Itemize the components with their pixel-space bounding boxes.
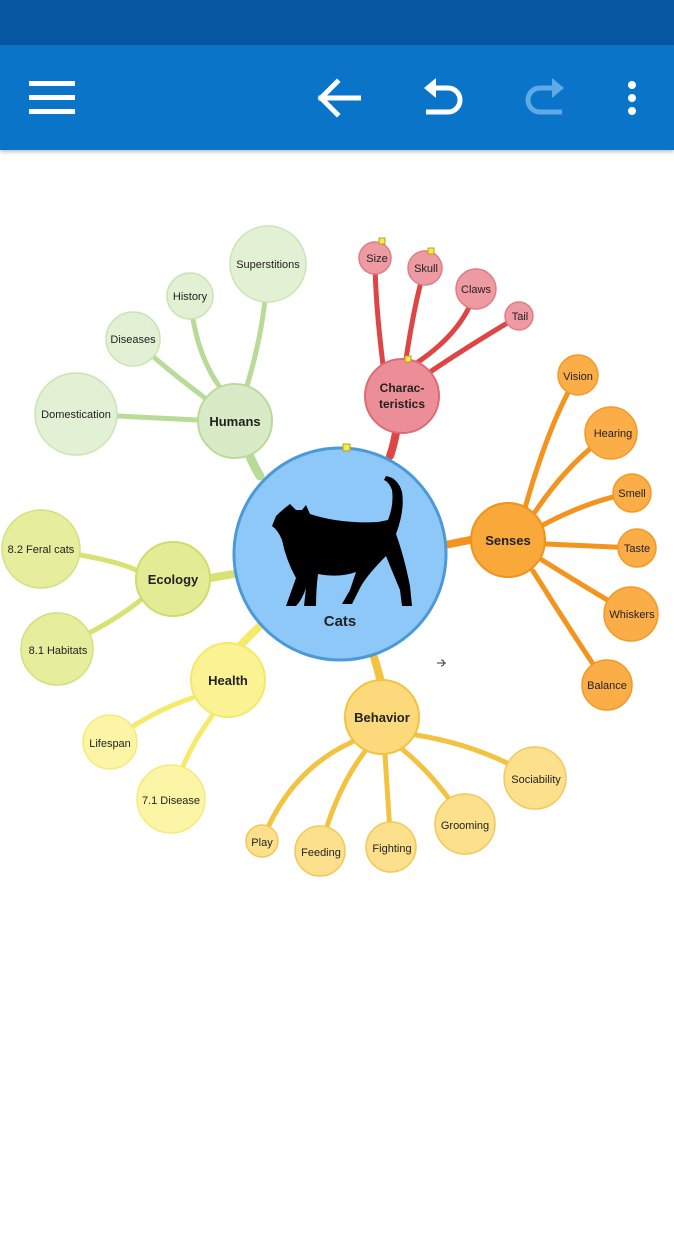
branch-humans: Humans Superstitions History Diseases Do… (34, 225, 307, 459)
selection-handle[interactable] (342, 443, 351, 452)
undo-icon (424, 77, 463, 114)
undo-button[interactable] (410, 45, 474, 150)
svg-text:Vision: Vision (563, 371, 593, 383)
node-health[interactable]: Health (190, 642, 266, 718)
toolbar (0, 45, 674, 150)
svg-text:Senses: Senses (485, 533, 531, 548)
svg-text:Hearing: Hearing (594, 428, 633, 440)
node-superstitions[interactable]: Superstitions (229, 225, 307, 303)
svg-text:Feeding: Feeding (301, 847, 341, 859)
branch-health: Health Lifespan 7.1 Disease (82, 642, 266, 834)
svg-text:Taste: Taste (624, 543, 650, 555)
node-play[interactable]: Play (245, 824, 279, 858)
svg-text:7.1 Disease: 7.1 Disease (142, 795, 200, 807)
svg-text:Tail: Tail (512, 311, 529, 323)
node-smell[interactable]: Smell (612, 473, 652, 513)
svg-text:Size: Size (366, 253, 387, 265)
svg-text:Skull: Skull (414, 263, 438, 275)
node-characteristics[interactable]: Charac- teristics (364, 358, 440, 434)
node-history[interactable]: History (166, 272, 214, 320)
svg-text:Ecology: Ecology (148, 572, 199, 587)
node-balance[interactable]: Balance (581, 659, 633, 711)
svg-text:8.2 Feral cats: 8.2 Feral cats (8, 544, 75, 556)
node-lifespan[interactable]: Lifespan (82, 714, 138, 770)
redo-button[interactable] (514, 45, 578, 150)
svg-text:Behavior: Behavior (354, 710, 410, 725)
node-sociability[interactable]: Sociability (503, 746, 567, 810)
center-label: Cats (324, 613, 357, 630)
svg-text:Diseases: Diseases (110, 334, 156, 346)
hamburger-menu-icon (29, 80, 75, 114)
svg-text:Humans: Humans (209, 414, 260, 429)
svg-text:8.1 Habitats: 8.1 Habitats (29, 645, 88, 657)
node-marker (378, 237, 386, 245)
branch-characteristics: Charac- teristics Size Skull Claws Tail (358, 237, 534, 434)
branch-behavior: Behavior Play Feeding Fighting Grooming … (245, 679, 567, 877)
node-marker (427, 247, 435, 255)
svg-text:Fighting: Fighting (372, 843, 411, 855)
svg-text:Claws: Claws (461, 284, 491, 296)
arrow-left-icon (317, 77, 361, 118)
svg-text:Superstitions: Superstitions (236, 259, 300, 271)
node-whiskers[interactable]: Whiskers (603, 586, 659, 642)
svg-text:Smell: Smell (618, 488, 646, 500)
svg-text:Lifespan: Lifespan (89, 738, 131, 750)
more-vert-icon (628, 80, 636, 115)
svg-text:Domestication: Domestication (41, 409, 111, 421)
svg-text:Balance: Balance (587, 680, 627, 692)
svg-text:History: History (173, 291, 208, 303)
node-fighting[interactable]: Fighting (365, 821, 417, 873)
node-taste[interactable]: Taste (617, 528, 657, 568)
node-grooming[interactable]: Grooming (434, 793, 496, 855)
node-claws[interactable]: Claws (455, 268, 497, 310)
node-disease[interactable]: 7.1 Disease (136, 764, 206, 834)
node-vision[interactable]: Vision (557, 354, 599, 396)
node-diseases[interactable]: Diseases (105, 311, 161, 367)
svg-text:Charac-: Charac- (380, 381, 425, 395)
node-humans[interactable]: Humans (197, 383, 273, 459)
node-marker (404, 355, 412, 363)
cat-silhouette-icon (272, 476, 412, 606)
node-behavior[interactable]: Behavior (344, 679, 420, 755)
node-habitats[interactable]: 8.1 Habitats (20, 612, 94, 686)
status-bar (0, 0, 674, 45)
node-feeding[interactable]: Feeding (294, 825, 346, 877)
back-button[interactable] (306, 45, 370, 150)
pointer-cursor-icon (437, 659, 446, 667)
branch-ecology: Ecology 8.2 Feral cats 8.1 Habitats (1, 509, 211, 686)
node-feral-cats[interactable]: 8.2 Feral cats (1, 509, 81, 589)
svg-text:Health: Health (208, 673, 248, 688)
node-tail[interactable]: Tail (504, 301, 534, 331)
node-ecology[interactable]: Ecology (135, 541, 211, 617)
center-node-cats[interactable]: Cats (232, 446, 448, 662)
svg-text:Sociability: Sociability (511, 774, 561, 786)
svg-text:Play: Play (251, 837, 273, 849)
node-size[interactable]: Size (358, 241, 392, 275)
svg-text:Whiskers: Whiskers (609, 609, 655, 621)
svg-text:Grooming: Grooming (441, 820, 489, 832)
node-domestication[interactable]: Domestication (34, 372, 118, 456)
redo-icon (525, 77, 564, 114)
branch-senses: Senses Vision Hearing Smell Taste Whiske… (470, 354, 659, 711)
node-hearing[interactable]: Hearing (584, 406, 638, 460)
svg-text:teristics: teristics (379, 397, 425, 411)
node-skull[interactable]: Skull (407, 250, 443, 286)
node-senses[interactable]: Senses (470, 502, 546, 578)
menu-button[interactable] (20, 45, 84, 150)
more-options-button[interactable] (610, 45, 654, 150)
